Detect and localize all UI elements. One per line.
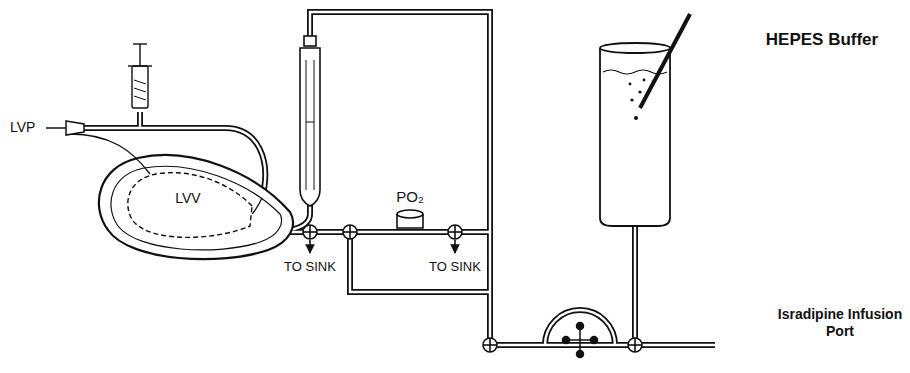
volume-label: LVV [175, 190, 200, 207]
syringe [128, 44, 152, 108]
oxygen-sensor [397, 210, 423, 228]
pressure-connector [46, 121, 84, 135]
bubble-trap [300, 36, 320, 206]
pressure-label: LVP [10, 119, 35, 136]
stopcock-valve [303, 225, 642, 352]
sink-outlet [310, 240, 455, 253]
outlet-label: TO SINK [284, 259, 336, 275]
heart [70, 134, 293, 259]
sensor-label: PO₂ [396, 188, 424, 206]
port-label: Isradipine Infusion Port [774, 306, 906, 340]
outlet-label: TO SINK [429, 259, 481, 275]
buffer-reservoir [600, 14, 690, 226]
tubing [70, 12, 715, 352]
reservoir-label: HEPES Buffer [766, 30, 878, 50]
roller-pump [563, 323, 598, 358]
